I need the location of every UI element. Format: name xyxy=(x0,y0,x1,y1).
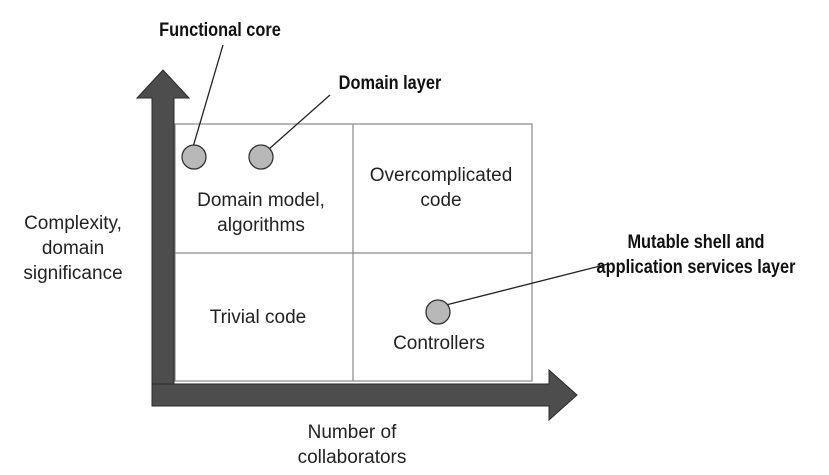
quadrant-label-bottom-right: Controllers xyxy=(393,333,485,354)
quadrant-label-bottom-left: Trivial code xyxy=(209,307,307,328)
x-axis-arrow xyxy=(151,368,578,422)
controllers-marker xyxy=(425,299,451,325)
domain-layer-leader-line xyxy=(268,94,331,150)
functional-core-marker xyxy=(181,144,207,170)
mutable-shell-leader-line xyxy=(445,263,609,306)
mutable-shell-label: Mutable shell and application services l… xyxy=(596,232,796,278)
domain-layer-marker xyxy=(248,144,274,170)
y-axis-label: Complexity, domain significance xyxy=(23,213,123,284)
quadrant-label-top-right: Overcomplicated code xyxy=(369,165,513,211)
functional-core-leader-line xyxy=(192,44,224,148)
quadrant-label-top-left: Domain model, algorithms xyxy=(197,190,325,236)
y-axis-arrow xyxy=(135,69,191,407)
functional-core-label: Functional core xyxy=(159,20,281,41)
x-axis-label: Number of collaborators xyxy=(297,422,407,468)
domain-layer-label: Domain layer xyxy=(338,73,442,94)
